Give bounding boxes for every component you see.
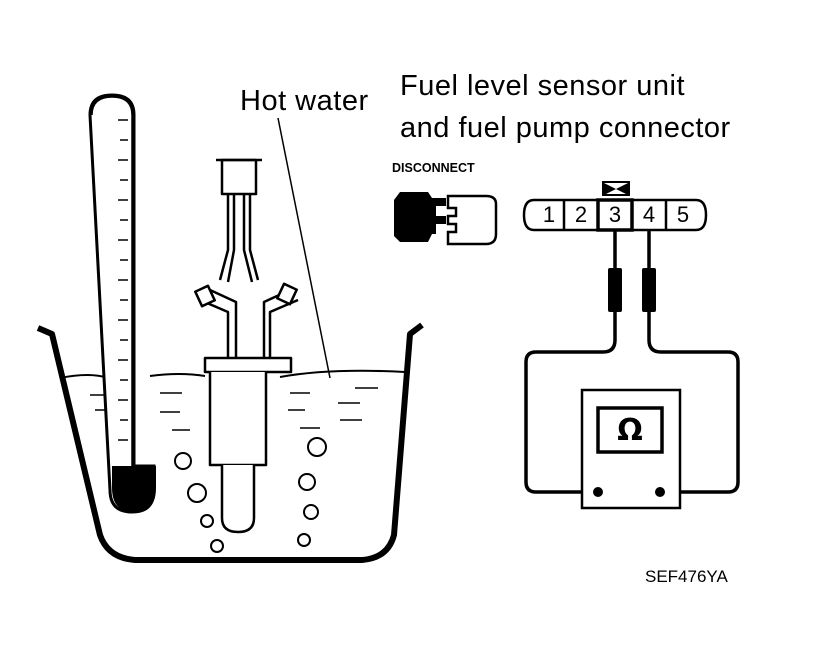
- connector-pin-4: 4: [642, 202, 656, 227]
- fuel-level-sensor-unit: [194, 158, 299, 534]
- test-leads: [524, 230, 740, 494]
- hot-water-leader: [277, 117, 331, 379]
- bubbles: [174, 437, 327, 553]
- connector-pin-1: 1: [542, 202, 556, 227]
- disconnect-label: DISCONNECT: [392, 161, 475, 175]
- water-ripples: [90, 387, 378, 431]
- thermometer-bulb: [112, 466, 156, 512]
- connector-pin-3: 3: [608, 202, 622, 227]
- connector-pin-5: 5: [676, 202, 690, 227]
- sensor-title-line2: and fuel pump connector: [400, 112, 731, 144]
- thermometer-scale: [118, 119, 128, 441]
- connector-strip: [522, 198, 708, 232]
- harness-indicator-icon: [602, 181, 630, 196]
- probe-tips: [608, 268, 656, 312]
- hot-water-label: Hot water: [240, 85, 369, 117]
- ohmmeter: [580, 388, 682, 510]
- water-bucket: [36, 322, 424, 563]
- thermometer: [88, 93, 156, 514]
- figure-code: SEF476YA: [645, 567, 728, 586]
- sensor-title-line1: Fuel level sensor unit: [400, 70, 686, 102]
- ohm-symbol: Ω: [617, 412, 643, 448]
- disconnect-icon: [394, 192, 498, 246]
- connector-pin-2: 2: [574, 202, 588, 227]
